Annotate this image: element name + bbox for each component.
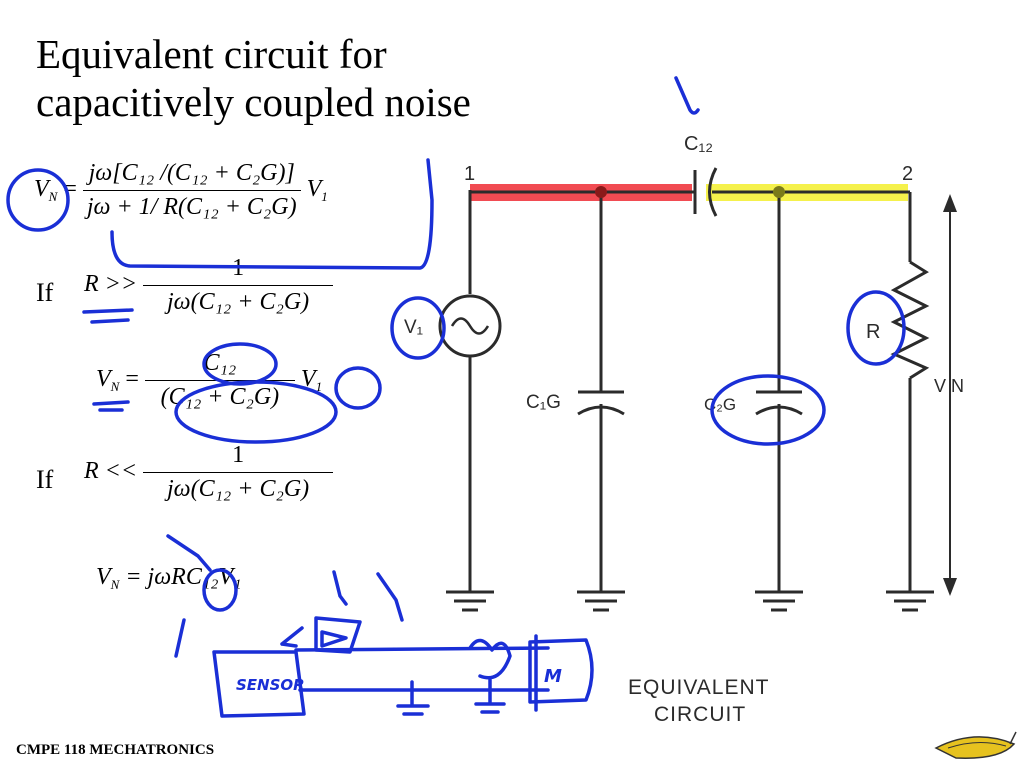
sensor-annotation-label: SENSOR [236,676,305,694]
result-2-equation: VN = jωRC₁₂V₁ [96,564,242,593]
result-1-fraction: C₁₂ (C₁₂ + C₂G) [144,350,295,411]
condition-2-denominator: jω(C₁₂ + C₂G) [166,476,310,502]
motor-box-annotation [528,638,594,704]
condition-2-fraction: 1 jω(C₁₂ + C₂G) [143,442,334,503]
pen-stroke [674,76,700,115]
main-fraction: jω[C₁₂ /(C₁₂ + C₂G)] jω + 1/ R(C₁₂ + C₂G… [82,160,301,221]
junction-dot [773,186,785,198]
c12-label: C₁₂ [684,133,713,155]
title-line-2: capacitively coupled noise [36,79,471,125]
condition-2: R << 1 jω(C₁₂ + C₂G) [84,442,334,503]
main-equation: VN = jω[C₁₂ /(C₁₂ + C₂G)] jω + 1/ R(C₁₂ … [34,160,328,221]
vn-circle-annotation [6,168,70,232]
fraction-bar [82,190,301,191]
main-rhs-sub: 1 [321,189,328,205]
v1-result-circle-annotation [334,366,382,410]
v1-circle-annotation [390,296,446,360]
underline-annotation-1 [82,308,134,324]
pen-stroke [376,572,404,622]
main-numerator: jω[C₁₂ /(C₁₂ + C₂G)] [88,160,295,186]
result-1-lhs: V [96,366,111,393]
coil-annotation [468,638,512,680]
fraction-bar [143,285,334,286]
main-lhs: V [34,176,49,203]
fraction-bar [143,472,334,473]
v1-sine [450,317,490,335]
c12-circle-annotation [202,342,278,386]
c1g-label: C₁G [526,392,561,413]
pen-stroke [166,534,212,572]
vn-arrow-head-bottom [943,578,957,596]
equals-sign: = [125,366,145,393]
slide-title: Equivalent circuit for capacitively coup… [36,30,471,126]
vn-arrow-head-top [943,194,957,212]
r-circle-annotation [846,290,906,366]
result-1-rhs-sub: 1 [315,379,323,395]
amplifier-annotation [314,616,362,654]
c2g-circle-annotation [710,374,826,446]
bracket-annotation [110,158,434,270]
main-rhs: V [306,176,322,203]
node-1-label: 1 [464,163,475,185]
footer-course-title: CMPE 118 MECHATRONICS [16,742,215,758]
condition-2-lhs: R << [84,458,138,485]
result-2-rhs: = jωRC₁₂V₁ [125,564,242,590]
banana-slug-logo [934,731,1017,759]
result-1-denominator: (C₁₂ + C₂G) [160,384,280,410]
title-line-1: Equivalent circuit for [36,31,387,77]
pen-stroke [174,618,186,658]
junction-dot [595,186,607,198]
node-2-label: 2 [902,163,913,185]
v1-label: V₁ [404,317,423,338]
pen-stroke [332,570,348,606]
if-label-1: If [36,278,54,307]
caption-line-2: CIRCUIT [654,703,746,726]
sensor-box-annotation [212,650,306,718]
result-1-equation: VN = C₁₂ (C₁₂ + C₂G) V1 [96,350,322,411]
ground-annotation [396,678,506,716]
ground-symbols [446,590,934,612]
motor-annotation-label: M [544,666,562,687]
condition-1-denominator: jω(C₁₂ + C₂G) [166,289,310,315]
underline-annotation-2 [92,400,130,412]
result-1-rhs: V [300,366,316,393]
r-result-circle-annotation [202,568,238,612]
main-lhs-sub: N [48,189,58,205]
denominator-circle-annotation [174,380,338,444]
resistor-zigzag [890,260,930,380]
r-label: R [866,321,880,343]
pen-stroke [280,626,304,648]
result-1-lhs-sub: N [110,379,120,395]
c12-plate-right [708,167,718,217]
result-2-lhs-sub: N [110,577,120,592]
result-2-lhs: V [96,564,111,590]
condition-2-numerator: 1 [232,442,245,468]
caption-line-1: EQUIVALENT [628,676,769,699]
condition-1-lhs: R >> [84,271,138,298]
vn-label: V N [934,376,964,396]
if-label-2: If [36,465,54,494]
c2g-label: C₂G [704,395,736,414]
main-denominator: jω + 1/ R(C₁₂ + C₂G) [86,194,297,220]
